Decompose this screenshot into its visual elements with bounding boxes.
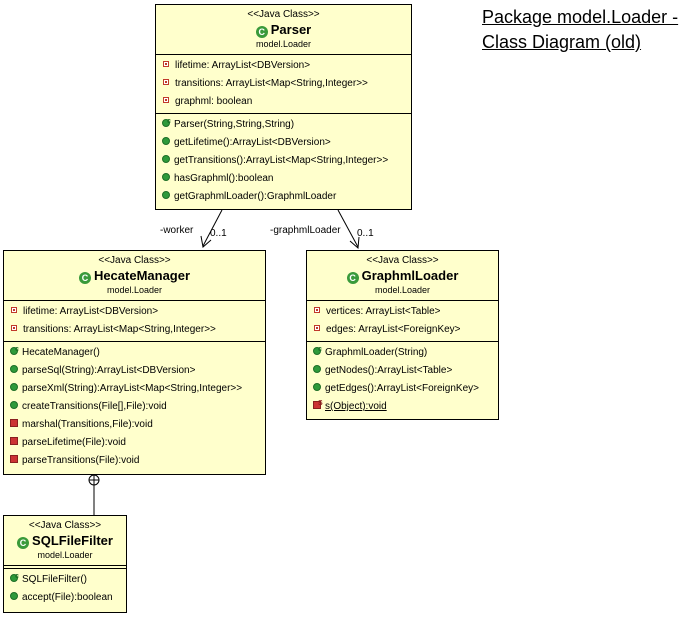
method-row: getNodes():ArrayList<Table>: [307, 362, 498, 380]
field-row: vertices: ArrayList<Table>: [307, 303, 498, 321]
graphml-role-label: -graphmlLoader: [270, 225, 341, 236]
public-method-icon: [162, 191, 170, 200]
method-row: getLifetime():ArrayList<DBVersion>: [156, 134, 411, 152]
fields-section: lifetime: ArrayList<DBVersion> transitio…: [156, 54, 411, 113]
private-field-icon: [163, 61, 169, 68]
private-field-icon: [314, 307, 320, 314]
method-row: accept(File):boolean: [4, 589, 126, 607]
fields-section: [4, 565, 126, 568]
class-name: GraphmlLoader: [361, 268, 459, 283]
graphml-multiplicity: 0..1: [357, 228, 374, 239]
class-name: SQLFileFilter: [32, 533, 113, 548]
stereotype: <<Java Class>>: [98, 255, 171, 266]
public-method-icon: [162, 137, 170, 146]
public-method-icon: [313, 365, 321, 374]
private-field-icon: [163, 97, 169, 104]
constructor-icon: [10, 347, 18, 356]
public-method-icon: [10, 383, 18, 392]
class-name: Parser: [270, 22, 312, 37]
method-row: getGraphmlLoader():GraphmlLoader: [156, 188, 411, 206]
class-icon: C: [255, 26, 268, 38]
class-icon: C: [78, 272, 91, 284]
method-row: createTransitions(File[],File):void: [4, 398, 265, 416]
public-method-icon: [10, 592, 18, 601]
field-row: graphml: boolean: [156, 93, 411, 111]
constructor-icon: [10, 574, 18, 583]
private-method-icon: [10, 437, 18, 446]
field-row: edges: ArrayList<ForeignKey>: [307, 321, 498, 339]
public-method-icon: [10, 365, 18, 374]
private-field-icon: [11, 307, 17, 314]
method-row: hasGraphml():boolean: [156, 170, 411, 188]
method-row: getEdges():ArrayList<ForeignKey>: [307, 380, 498, 398]
fields-section: vertices: ArrayList<Table> edges: ArrayL…: [307, 300, 498, 341]
method-row: parseXml(String):ArrayList<Map<String,In…: [4, 380, 265, 398]
worker-arrowhead: [200, 235, 212, 248]
nested-class-anchor-icon: [88, 474, 100, 486]
private-field-icon: [163, 79, 169, 86]
diagram-title-line1: Package model.Loader -: [482, 7, 679, 27]
diagram-title: Package model.Loader - Class Diagram (ol…: [482, 5, 678, 55]
public-method-icon: [162, 155, 170, 164]
stereotype: <<Java Class>>: [366, 255, 439, 266]
package-name: model.Loader: [374, 285, 431, 295]
field-row: lifetime: ArrayList<DBVersion>: [4, 303, 265, 321]
method-row: parseLifetime(File):void: [4, 434, 265, 452]
graphml-arrowhead: [349, 236, 360, 250]
method-row: parseSql(String):ArrayList<DBVersion>: [4, 362, 265, 380]
private-field-icon: [11, 325, 17, 332]
worker-association-line: [202, 209, 223, 247]
worker-role-label: -worker: [160, 225, 194, 236]
graphml-association-line: [337, 209, 359, 248]
private-static-method-icon: [313, 401, 321, 410]
fields-section: lifetime: ArrayList<DBVersion> transitio…: [4, 300, 265, 341]
field-row: transitions: ArrayList<Map<String,Intege…: [4, 321, 265, 339]
class-icon: C: [346, 272, 359, 284]
field-row: lifetime: ArrayList<DBVersion>: [156, 57, 411, 75]
package-name: model.Loader: [106, 285, 163, 295]
class-name: HecateManager: [93, 268, 191, 283]
worker-multiplicity: 0..1: [210, 228, 227, 239]
package-name: model.Loader: [255, 39, 312, 49]
stereotype: <<Java Class>>: [247, 9, 320, 20]
public-method-icon: [313, 383, 321, 392]
constructor-icon: [313, 347, 321, 356]
field-row: transitions: ArrayList<Map<String,Intege…: [156, 75, 411, 93]
public-method-icon: [162, 173, 170, 182]
class-icon: C: [17, 537, 30, 549]
diagram-title-line2: Class Diagram (old): [482, 32, 642, 52]
method-row: getTransitions():ArrayList<Map<String,In…: [156, 152, 411, 170]
method-row: parseTransitions(File):void: [4, 452, 265, 470]
public-method-icon: [10, 401, 18, 410]
stereotype: <<Java Class>>: [28, 520, 102, 531]
constructor-icon: [162, 119, 170, 128]
package-name: model.Loader: [37, 550, 93, 560]
method-row: marshal(Transitions,File):void: [4, 416, 265, 434]
private-method-icon: [10, 419, 18, 428]
private-method-icon: [10, 455, 18, 464]
private-field-icon: [314, 325, 320, 332]
